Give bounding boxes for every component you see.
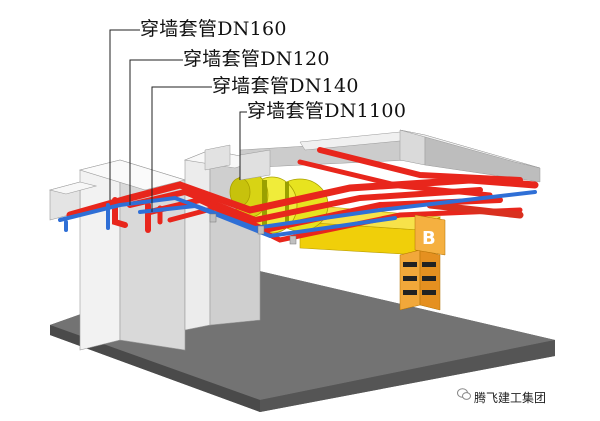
- leader-dn140: [151, 86, 212, 212]
- leader-lines: [109, 29, 247, 212]
- leader-dn160: [109, 29, 140, 200]
- pipe-fittings: [209, 213, 297, 245]
- watermark: 腾飞建工集团: [474, 391, 547, 405]
- leader-dn120: [129, 59, 183, 205]
- callout-dn1100: 穿墙套管DN1100: [247, 100, 407, 122]
- callout-dn120: 穿墙套管DN120: [183, 48, 330, 70]
- wall-marker: B: [422, 228, 436, 249]
- wall-stub: [239, 149, 271, 181]
- leader-dn1100: [239, 111, 247, 180]
- wechat-logo-icon: [457, 388, 471, 400]
- support-column: [399, 214, 446, 311]
- callout-dn140: 穿墙套管DN140: [212, 75, 359, 97]
- overhead-beam: [239, 129, 541, 183]
- callout-dn160: 穿墙套管DN160: [140, 18, 287, 40]
- blue-pipes: [58, 190, 537, 239]
